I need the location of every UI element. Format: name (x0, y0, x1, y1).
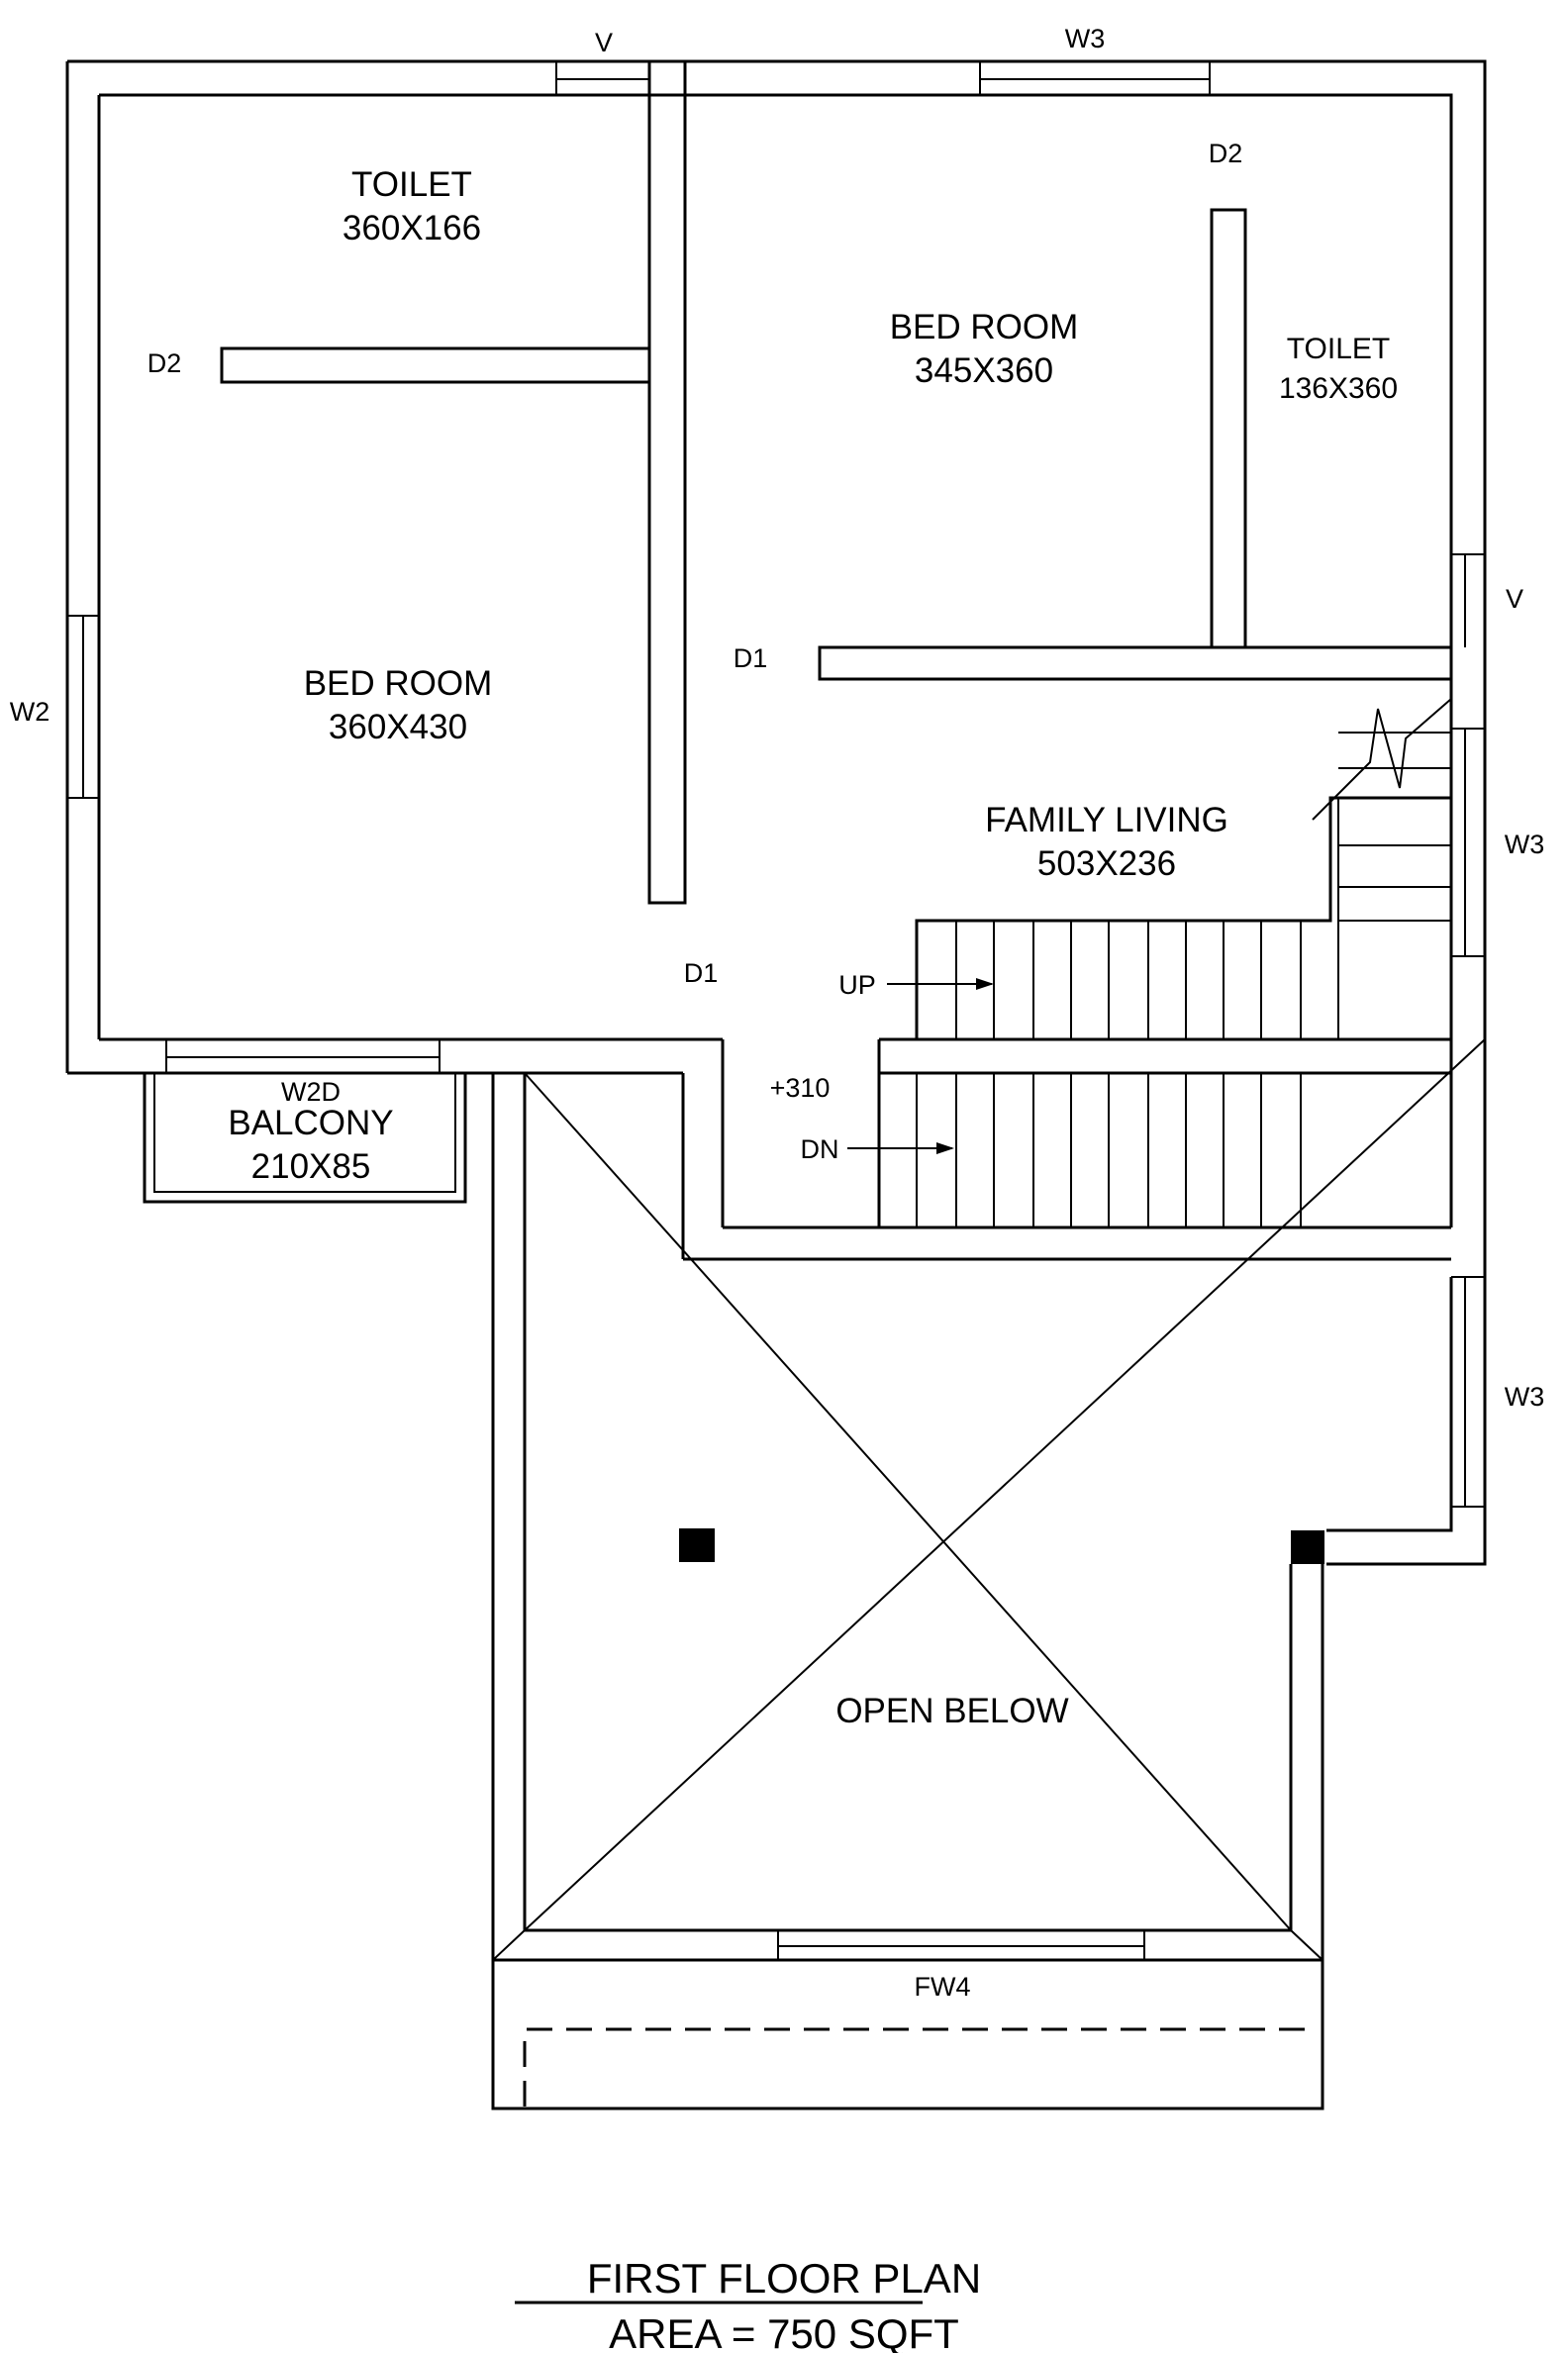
column-right (1291, 1530, 1324, 1564)
balcony-outline (143, 1039, 467, 1204)
column-left (679, 1528, 715, 1562)
opening-label-d2-left: D2 (147, 348, 182, 378)
room-name-toilet-right: TOILET (1287, 333, 1390, 365)
room-name-toilet-left: TOILET (351, 165, 472, 204)
opening-label-w2-left: W2 (10, 697, 50, 727)
room-size-toilet-right: 136X360 (1279, 372, 1398, 405)
floor-level-label: +310 (770, 1073, 831, 1103)
opening-label-d1-upper: D1 (734, 643, 768, 673)
room-name-family-living: FAMILY LIVING (985, 801, 1228, 839)
interior-partitions (220, 59, 1453, 905)
room-size-toilet-left: 360X166 (343, 209, 481, 247)
room-size-balcony: 210X85 (251, 1147, 371, 1186)
opening-label-d2-right: D2 (1209, 139, 1243, 168)
staircase (847, 679, 1453, 1227)
room-name-balcony: BALCONY (228, 1104, 393, 1142)
room-size-bedroom-left: 360X430 (329, 708, 467, 746)
opening-label-d1-lower: D1 (684, 958, 719, 988)
sunshade-dashed-line (523, 2027, 1305, 2108)
opening-label-v-right: V (1506, 584, 1523, 614)
stair-break-line (1312, 698, 1452, 821)
exterior-walls (65, 59, 1487, 1566)
partition-vertical-left (647, 59, 687, 905)
down-arrow-icon (936, 1142, 954, 1154)
stair-down-label: DN (801, 1134, 839, 1164)
up-arrow-icon (976, 978, 994, 990)
partition-toilet-right-vertical (1210, 208, 1247, 649)
top-wall-openings (555, 61, 1211, 95)
right-wall-openings (1449, 553, 1485, 1508)
opening-label-w3-lower: W3 (1505, 1382, 1545, 1412)
room-name-open-below: OPEN BELOW (835, 1692, 1068, 1730)
partition-toilet-left (220, 346, 651, 384)
opening-label-w2d: W2D (281, 1077, 341, 1107)
room-name-bedroom-left: BED ROOM (304, 664, 493, 703)
room-size-bedroom-right: 345X360 (915, 351, 1053, 390)
opening-label-v-top: V (595, 28, 613, 57)
plan-title: FIRST FLOOR PLAN (587, 2255, 981, 2302)
opening-label-w3-mid: W3 (1505, 830, 1545, 859)
room-name-bedroom-right: BED ROOM (890, 308, 1079, 346)
opening-label-fw4: FW4 (915, 1972, 971, 2002)
partition-bedroom-right-bottom (818, 645, 1453, 681)
stair-up-label: UP (838, 970, 876, 1000)
open-below-area (491, 1038, 1486, 2110)
left-wall-opening (67, 615, 99, 799)
opening-label-w3-top: W3 (1065, 24, 1106, 53)
plan-area: AREA = 750 SQFT (609, 2310, 959, 2353)
room-size-family-living: 503X236 (1037, 844, 1176, 883)
